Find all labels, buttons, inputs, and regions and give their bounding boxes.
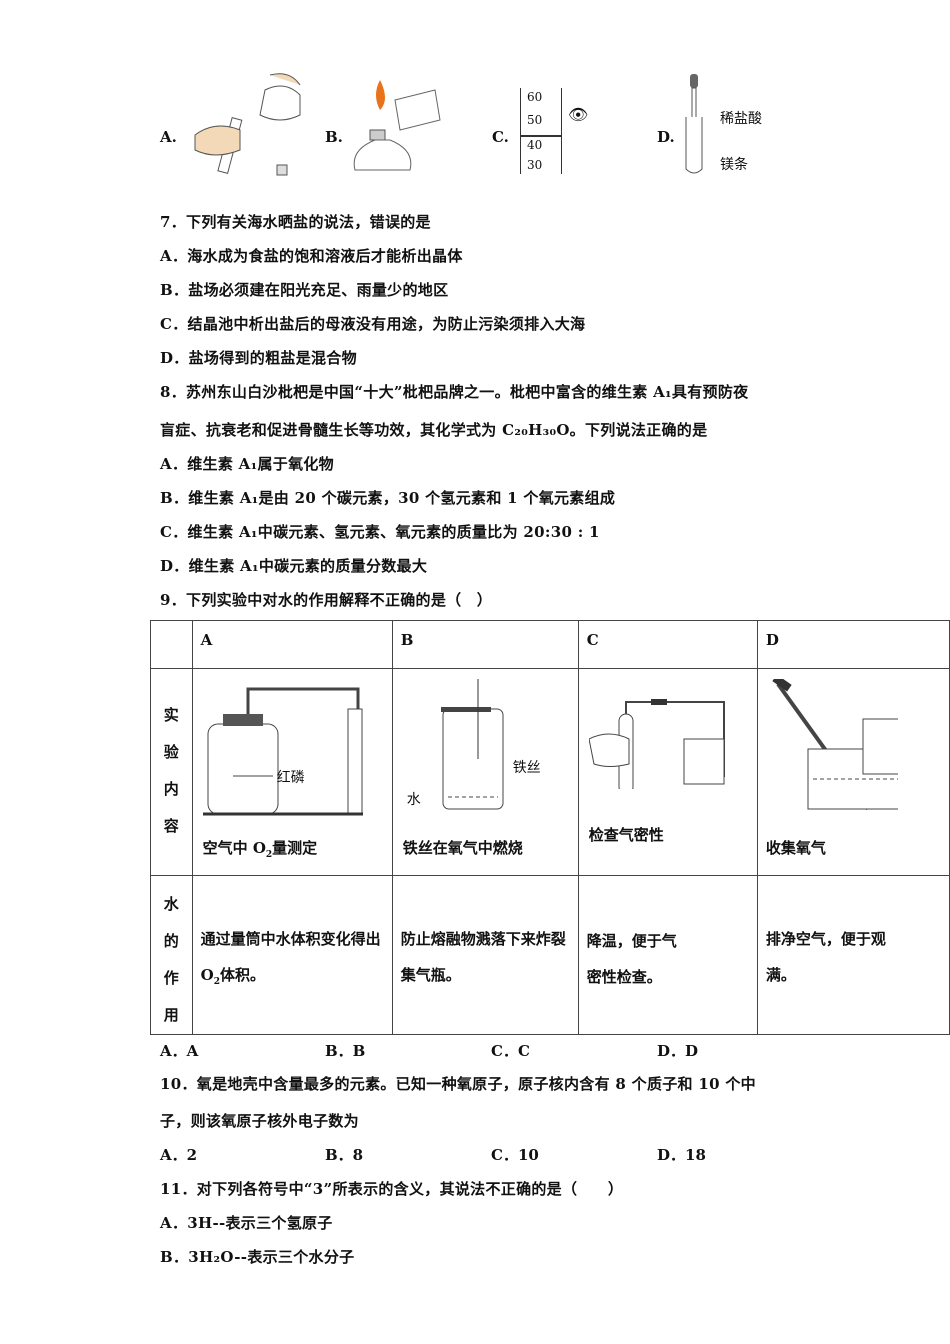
content-b: 铁丝在氧气中燃烧 <box>402 839 523 857</box>
row-header-content: 实验内容 <box>150 668 193 876</box>
q8-option-c: C．维生素 A₁中碳元素、氢元素、氧元素的质量比为 20:30 : 1 <box>160 523 600 541</box>
table-header-row: A B C D <box>150 620 950 669</box>
content-a: 空气中 O2量测定 <box>202 839 318 860</box>
q7-option-c: C．结晶池中析出盐后的母液没有用途，为防止污染须排入大海 <box>160 315 586 333</box>
content-c: 检查气密性 <box>588 826 664 844</box>
q10-answer-d: D．18 <box>657 1146 706 1164</box>
q8-option-d: D．维生素 A₁中碳元素的质量分数最大 <box>160 557 428 575</box>
q9-table: A B C D 实验内容 红磷 空气中 O2量测定 <box>150 620 950 1035</box>
col-head-a: A <box>191 620 393 669</box>
q9-answer-a: A．A <box>160 1042 199 1060</box>
airtightness-apparatus-figure <box>588 699 725 789</box>
q6-option-c-label: C. <box>492 128 509 146</box>
q11-option-b: B．3H₂O--表示三个水分子 <box>160 1248 355 1266</box>
label-iron-wire: 铁丝 <box>512 760 541 776</box>
q10-stem-line2: 子，则该氧原子核外电子数为 <box>160 1112 359 1130</box>
graduated-cylinder-figure: 60 50 40 30 <box>520 88 562 174</box>
water-collection-apparatus-figure <box>772 679 898 811</box>
q9-stem: 9．下列实验中对水的作用解释不正确的是（ ） <box>160 591 493 609</box>
q8-option-b: B．维生素 A₁是由 20 个碳元素，30 个氢元素和 1 个氧元素组成 <box>160 489 616 507</box>
table-row-content: 实验内容 红磷 空气中 O2量测定 <box>150 668 950 876</box>
q7-option-d: D．盐场得到的粗盐是混合物 <box>160 349 357 367</box>
q7-option-a: A．海水成为食盐的饱和溶液后才能析出晶体 <box>160 247 463 265</box>
q8-option-a: A．维生素 A₁属于氧化物 <box>160 455 334 473</box>
q7-option-b: B．盐场必须建在阳光充足、雨量少的地区 <box>160 281 449 299</box>
label-dilute-hcl: 稀盐酸 <box>720 111 762 127</box>
q8-stem-line2: 盲症、抗衰老和促进骨髓生长等功效，其化学式为 C₂₀H₃₀O。下列说法正确的是 <box>160 421 708 439</box>
label-water: 水 <box>406 792 421 808</box>
label-red-phosphorus: 红磷 <box>276 770 305 786</box>
col-head-b: B <box>391 620 579 669</box>
label-magnesium-strip: 镁条 <box>720 157 748 173</box>
col-head-d: D <box>756 620 950 669</box>
q9-answer-b: B．B <box>325 1042 366 1060</box>
pouring-liquid-figure <box>194 73 301 176</box>
role-c: 降温，便于气密性检查。 <box>577 875 758 1035</box>
q11-option-a: A．3H--表示三个氢原子 <box>160 1214 333 1232</box>
q8-stem-line1: 8．苏州东山白沙枇杷是中国“十大”枇杷品牌之一。枇杷中富含的维生素 A₁具有预防… <box>160 383 749 401</box>
q7-stem: 7．下列有关海水晒盐的说法，错误的是 <box>160 213 431 231</box>
q10-answer-b: B．8 <box>325 1146 364 1164</box>
q6-option-b-label: B. <box>325 128 343 146</box>
col-head-c: C <box>577 620 758 669</box>
alcohol-lamp-figure <box>353 80 441 171</box>
row-header-role: 水的作用 <box>150 875 193 1035</box>
q11-stem: 11．对下列各符号中“3”所表示的含义，其说法不正确的是（ ） <box>160 1180 624 1198</box>
q9-answer-c: C．C <box>491 1042 530 1060</box>
iron-wire-apparatus-figure <box>440 679 504 810</box>
test-tube-dropper-figure <box>685 74 703 174</box>
eye-icon: 👁 <box>568 105 589 124</box>
q10-stem-line1: 10．氧是地壳中含量最多的元素。已知一种氧原子，原子核内含有 8 个质子和 10… <box>160 1075 756 1093</box>
role-b: 防止熔融物溅落下来炸裂集气瓶。 <box>391 875 579 1035</box>
q10-answer-c: C．10 <box>491 1146 539 1164</box>
q9-answer-d: D．D <box>657 1042 699 1060</box>
q6-option-a-label: A. <box>160 128 177 146</box>
phosphorus-apparatus-figure <box>202 687 363 816</box>
role-d: 排净空气，便于观满。 <box>756 875 950 1035</box>
q6-option-d-label: D. <box>657 128 675 146</box>
q10-answer-a: A．2 <box>160 1146 198 1164</box>
content-d: 收集氧气 <box>765 839 826 857</box>
